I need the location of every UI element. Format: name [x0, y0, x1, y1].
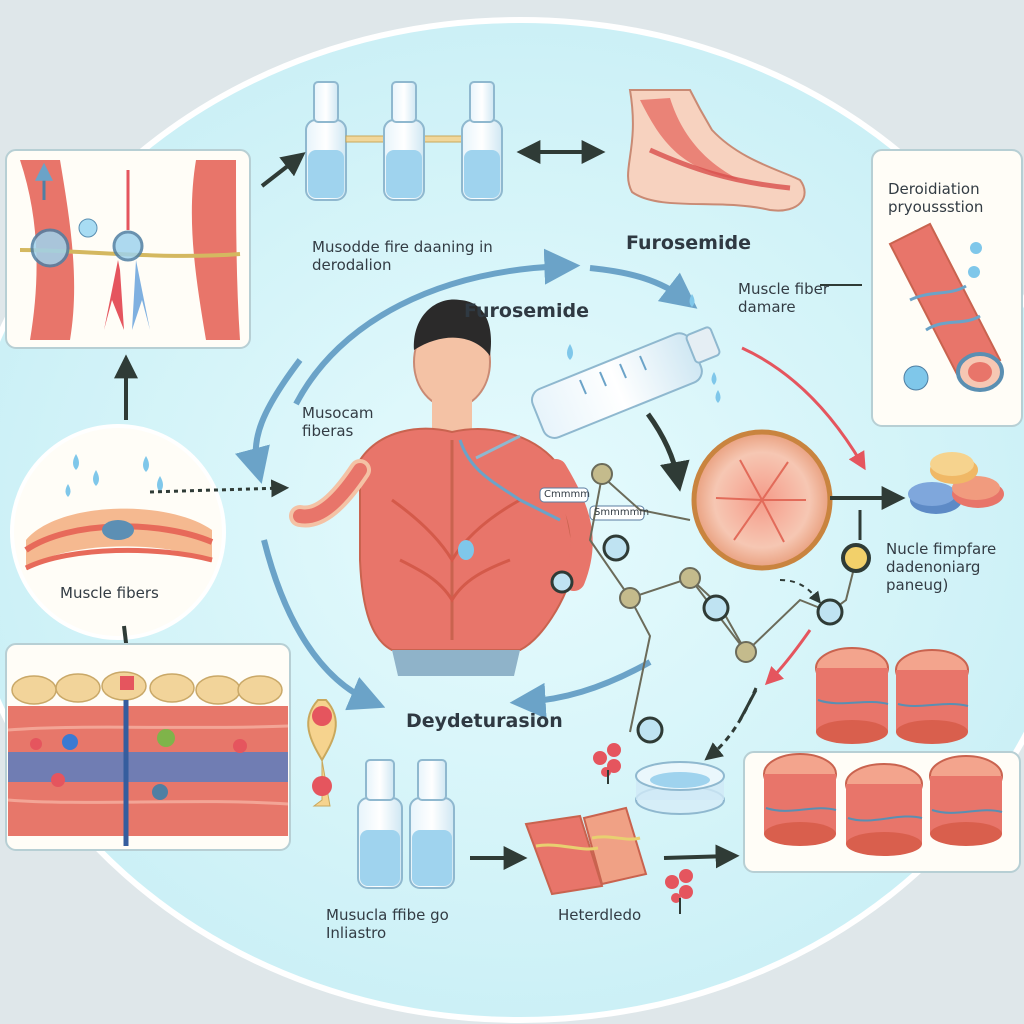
- muscle-tube-panel: [871, 149, 1023, 427]
- right-panel-caption: Deroidiation pryoussstion: [888, 180, 984, 216]
- vial-icon: [383, 81, 425, 201]
- pill-icon: [908, 452, 1004, 514]
- tissue-cross-section-panel: [5, 643, 291, 851]
- water-drop-icon: [567, 294, 721, 403]
- dehydration-label: Deydeturasion: [406, 710, 563, 732]
- human-back-icon: [289, 299, 593, 676]
- vial-icon: [409, 759, 455, 889]
- receptor-icon: [307, 699, 337, 807]
- bottom-mid-caption: Heterdledo: [558, 906, 642, 924]
- cycle-arrow-top: [293, 248, 581, 406]
- cycle-arrow-left: [235, 358, 303, 484]
- molecule-node-blue: [550, 534, 844, 744]
- arrow-bottom-right: [663, 844, 740, 869]
- red-arrow-top: [741, 346, 866, 471]
- petri-dish-icon: [635, 761, 725, 815]
- top-left-caption: Musodde fire daaning in derodalion: [312, 238, 493, 274]
- muscle-fibers-circle: [10, 424, 226, 640]
- muscle-fibers-caption: Muscle fibers: [60, 584, 159, 602]
- syringe-tag-2-box: [589, 505, 645, 521]
- vial-icon: [461, 81, 503, 201]
- arrow-panel-vials: [260, 152, 306, 188]
- furosemide-top-label: Furosemide: [626, 232, 751, 254]
- water-drop-icon: [65, 454, 163, 497]
- molecule-node: [591, 463, 757, 663]
- syringe-tag-1: Cmmmm: [544, 489, 590, 500]
- arrow-circle-body: [149, 479, 290, 498]
- muscle-damage-caption: Muscle fiber damare: [738, 280, 830, 316]
- vial-icon: [305, 81, 347, 201]
- cycle-arrow-top-right: [589, 265, 698, 309]
- left-fibers-caption: Musocam fiberas: [302, 404, 374, 440]
- cycle-arrow-bottom: [509, 659, 652, 719]
- syringe-tag-1-box: [539, 487, 589, 503]
- arrow-syringe-cross: [645, 412, 690, 492]
- syringe-tag-2: Smmmmm: [594, 507, 650, 518]
- flower-molecule-icon: [665, 869, 693, 903]
- right-mid-caption: Nucle fimpfare dadenoniarg paneug): [886, 540, 997, 594]
- bottom-left-caption: Musucla ffibe go Inliastro: [326, 906, 449, 942]
- muscle-cross-section-icon: [691, 429, 833, 571]
- arrow-to-rolls: [738, 689, 758, 721]
- syringe-icon: [475, 326, 721, 460]
- nerve-muscle-panel: [5, 149, 251, 349]
- red-arrow-mid: [764, 629, 812, 686]
- molecule-node-dark: [841, 543, 871, 573]
- muscle-roll-icon: [763, 647, 1003, 856]
- cycle-arrow-bottom-left: [261, 539, 386, 711]
- foot-muscle-icon: [627, 89, 806, 212]
- vial-icon: [357, 759, 403, 889]
- arrow-dashed-mid: [779, 579, 821, 604]
- flower-molecule-icon: [593, 743, 621, 777]
- furosemide-center-label: Furosemide: [464, 300, 589, 322]
- fiber-strip-icon: [524, 806, 648, 896]
